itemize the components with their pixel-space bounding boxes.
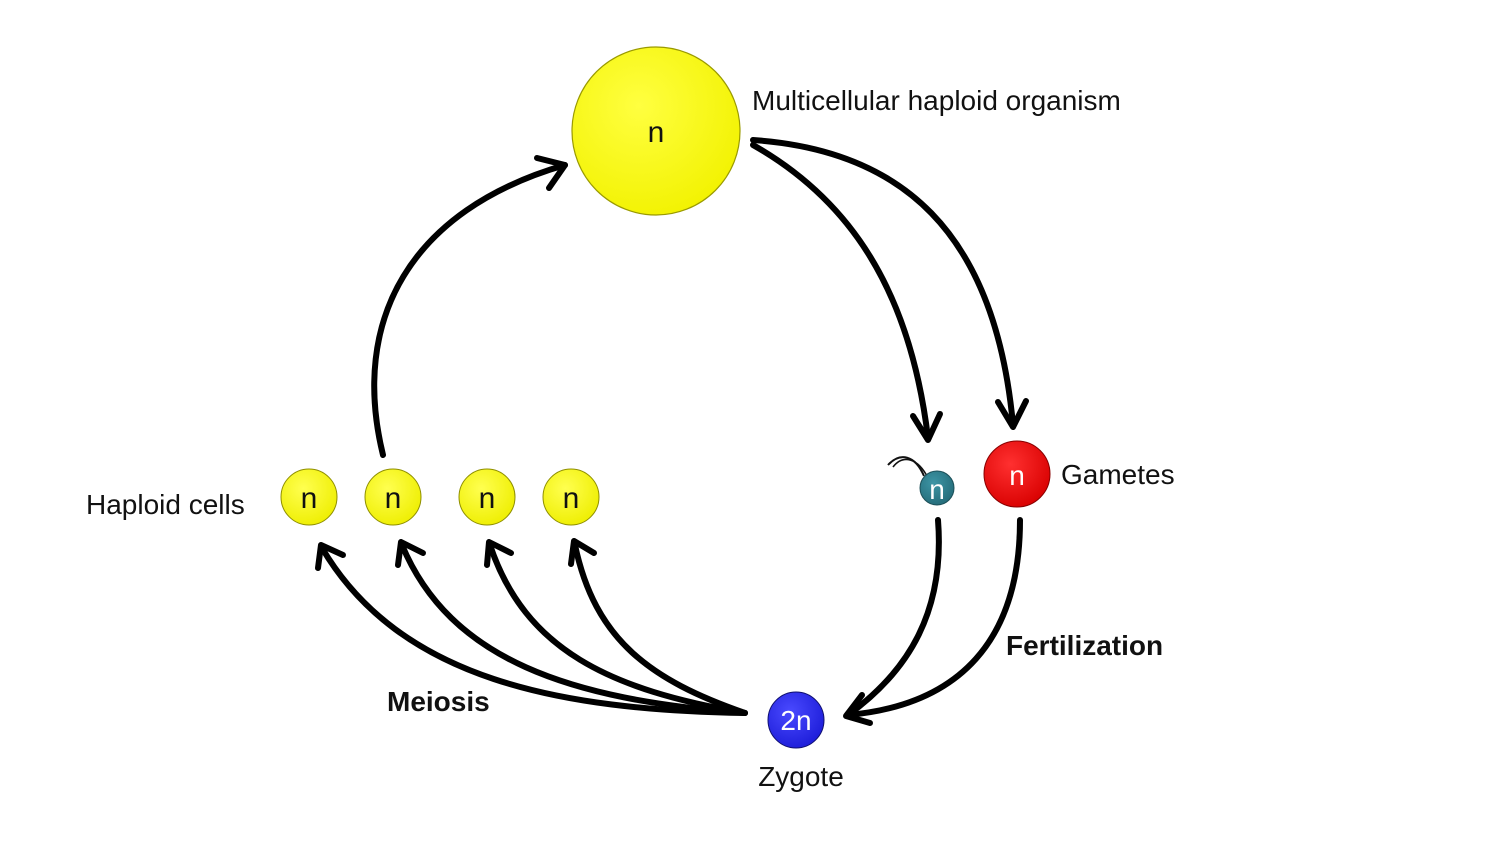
haploid-cells-label: Haploid cells [86, 489, 245, 520]
organism-cell: n [571, 46, 741, 216]
egg-ploidy: n [1009, 460, 1025, 491]
gametes-label: Gametes [1061, 459, 1175, 490]
meiosis-label: Meiosis [387, 686, 490, 717]
haploid-cell-4: n [542, 468, 600, 526]
zygote-label: Zygote [758, 761, 844, 792]
zygote-ploidy: 2n [780, 705, 811, 736]
meiosis-arrow-4 [568, 538, 748, 716]
haploid-cell-3: n [458, 468, 516, 526]
meiosis-arrow-3 [484, 539, 748, 716]
organism-label: Multicellular haploid organism [752, 85, 1121, 116]
haploid-cell-2: n [364, 468, 422, 526]
zygote-cell: 2n [767, 691, 825, 749]
haploid-cell-3-ploidy: n [479, 482, 496, 515]
sperm-to-zygote-arrow [845, 517, 942, 718]
fertilization-arrow [843, 517, 1023, 726]
meiosis-arrow-1 [315, 542, 748, 716]
meiosis-arrow-2 [395, 539, 748, 716]
egg-cell: n [983, 440, 1051, 508]
haploid-cell-1: n [280, 468, 338, 526]
haploid-cell-1-ploidy: n [301, 482, 318, 515]
fertilization-label: Fertilization [1006, 630, 1163, 661]
sperm-cell: n [887, 456, 955, 506]
organism-ploidy: n [648, 116, 665, 149]
organism-to-sperm-arrow [750, 142, 943, 443]
haploid-cell-2-ploidy: n [385, 482, 402, 515]
growth-arrow [371, 155, 568, 458]
organism-to-egg-arrow [750, 137, 1029, 430]
haploid-cell-4-ploidy: n [563, 482, 580, 515]
sperm-ploidy: n [929, 474, 945, 505]
